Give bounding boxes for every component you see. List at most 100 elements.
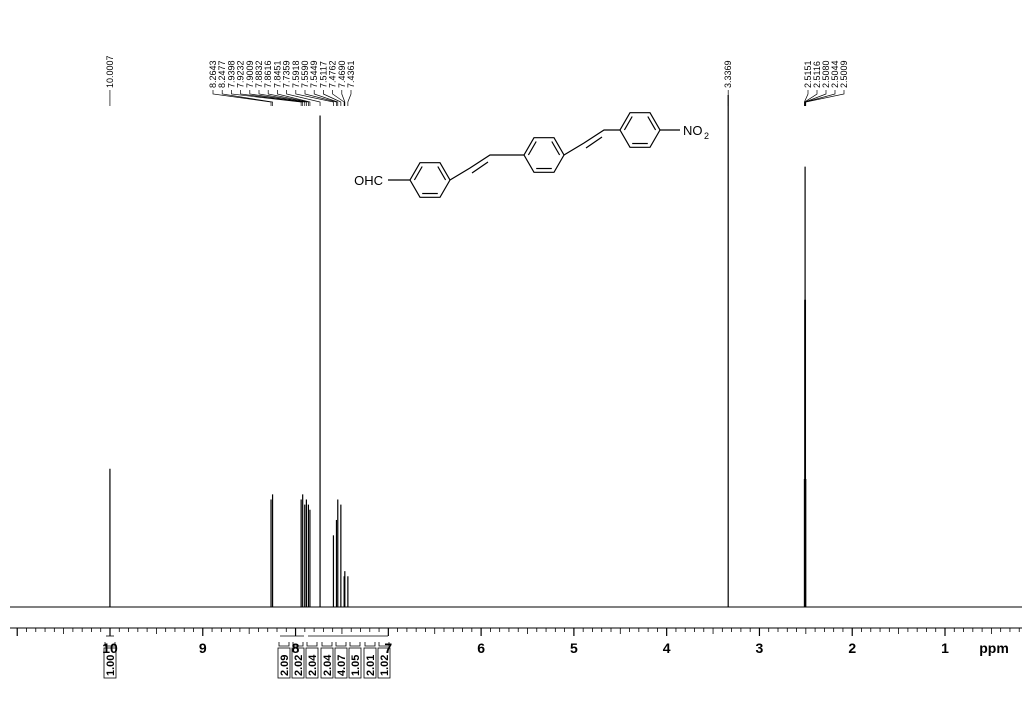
integral-label-1: 1.00 xyxy=(105,655,117,676)
peak-label-leader-6 xyxy=(249,90,306,106)
benzene-ring-left-double-bond xyxy=(437,166,447,181)
peak-label-20: 2.5116 xyxy=(812,61,822,88)
x-axis-unit-label: ppm xyxy=(979,640,1009,656)
peak-label-leader-12 xyxy=(304,90,337,106)
peak-label-leader-5 xyxy=(240,90,304,106)
nitro-label: NO xyxy=(683,123,703,138)
peak-label-12: 7.5590 xyxy=(300,60,310,88)
integral-box-1 xyxy=(103,647,117,679)
peak-label-22: 2.5044 xyxy=(830,60,840,88)
peak-label-leader-15 xyxy=(332,90,345,106)
x-tick-label-3: 3 xyxy=(756,640,764,656)
aldehyde-label: OHC xyxy=(354,173,383,188)
x-tick-label-6: 6 xyxy=(477,640,485,656)
vinyl-double-1 xyxy=(471,161,489,174)
vinyl-double-2 xyxy=(585,136,603,149)
integral-label-2: 2.09 xyxy=(279,655,291,676)
peak-label-leader-3 xyxy=(221,90,273,106)
integral-box-2 xyxy=(277,647,291,679)
benzene-ring-right xyxy=(619,112,661,148)
peak-label-leader-11 xyxy=(295,90,334,106)
peak-label-leader-14 xyxy=(323,90,342,106)
benzene-ring-right-double-bond xyxy=(647,116,657,131)
peak-label-5: 7.9232 xyxy=(236,60,246,88)
integral-bracket-2 xyxy=(278,642,290,647)
peak-label-4: 7.9398 xyxy=(226,60,236,88)
peak-label-14: 7.5117 xyxy=(318,61,328,88)
benzene-ring-left xyxy=(409,162,451,198)
peak-label-leader-22 xyxy=(805,90,836,106)
integral-box-7 xyxy=(348,647,362,679)
peak-label-9: 7.8451 xyxy=(272,60,282,88)
integral-bracket-8 xyxy=(364,642,376,647)
peak-label-18: 3.3369 xyxy=(723,60,733,88)
benzene-ring-right-outline xyxy=(619,112,661,148)
integral-label-4: 2.04 xyxy=(307,654,319,676)
integral-bracket-4 xyxy=(306,642,318,647)
peak-label-19: 2.5151 xyxy=(803,60,813,88)
integral-label-6: 4.07 xyxy=(336,655,348,676)
benzene-ring-left-outline xyxy=(409,162,451,198)
integral-bracket-5 xyxy=(321,642,333,647)
integral-label-3: 2.02 xyxy=(293,655,305,676)
integral-bracket-9 xyxy=(378,642,390,647)
peak-label-leader-4 xyxy=(231,90,302,106)
x-tick-label-2: 2 xyxy=(848,640,856,656)
peak-label-2: 8.2643 xyxy=(208,60,218,88)
peak-label-21: 2.5080 xyxy=(821,60,831,88)
peak-label-11: 7.5918 xyxy=(291,60,301,88)
peak-label-leader-9 xyxy=(277,90,311,106)
peak-label-10: 7.7359 xyxy=(282,60,292,88)
integral-label-9: 1.02 xyxy=(379,655,391,676)
spectrum-layer xyxy=(10,95,1022,608)
nitro-subscript: 2 xyxy=(704,131,709,141)
peak-label-15: 7.4762 xyxy=(328,60,338,88)
integral-box-4 xyxy=(305,647,319,679)
integral-box-6 xyxy=(334,647,348,679)
peak-label-leader-17 xyxy=(347,90,352,106)
benzene-ring-middle xyxy=(523,137,565,173)
benzene-ring-middle-outline xyxy=(523,137,565,173)
peak-label-leader-2 xyxy=(212,90,272,106)
integral-box-5 xyxy=(320,647,334,679)
peak-label-leader-16 xyxy=(341,90,346,106)
integral-box-8 xyxy=(363,647,377,679)
peak-label-leader-7 xyxy=(258,90,307,106)
peak-label-1: 10.0007 xyxy=(105,55,115,88)
peak-label-23: 2.5009 xyxy=(839,60,849,88)
peak-label-3: 8.2477 xyxy=(217,60,227,88)
peak-label-13: 7.5449 xyxy=(309,60,319,88)
peak-label-leader-10 xyxy=(286,90,321,106)
peak-label-leader-13 xyxy=(313,90,339,106)
peak-label-16: 7.4690 xyxy=(337,60,347,88)
integral-bracket-1 xyxy=(104,642,116,647)
x-tick-label-5: 5 xyxy=(570,640,578,656)
benzene-ring-left-double-bond xyxy=(413,166,423,181)
benzene-ring-right-double-bond xyxy=(623,116,633,131)
peak-label-7: 7.8832 xyxy=(254,60,264,88)
vinyl-bond-1 xyxy=(449,154,524,181)
peak-label-8: 7.8616 xyxy=(263,60,273,88)
integral-bracket-6 xyxy=(335,642,347,647)
benzene-ring-middle-double-bond xyxy=(527,141,537,156)
integral-label-8: 2.01 xyxy=(365,655,377,676)
x-tick-label-4: 4 xyxy=(663,640,671,656)
peak-label-leader-8 xyxy=(267,90,309,106)
integral-bracket-7 xyxy=(349,642,361,647)
peak-label-6: 7.9009 xyxy=(245,60,255,88)
integral-bracket-3 xyxy=(292,642,304,647)
integral-label-7: 1.05 xyxy=(350,655,362,676)
benzene-ring-middle-double-bond xyxy=(551,141,561,156)
peak-label-leader-23 xyxy=(805,90,845,106)
vinyl-bond-2 xyxy=(563,129,620,156)
x-tick-label-9: 9 xyxy=(199,640,207,656)
integral-box-9 xyxy=(377,647,391,679)
integral-box-3 xyxy=(291,647,305,679)
integral-label-5: 2.04 xyxy=(322,654,334,676)
x-tick-label-1: 1 xyxy=(941,640,949,656)
